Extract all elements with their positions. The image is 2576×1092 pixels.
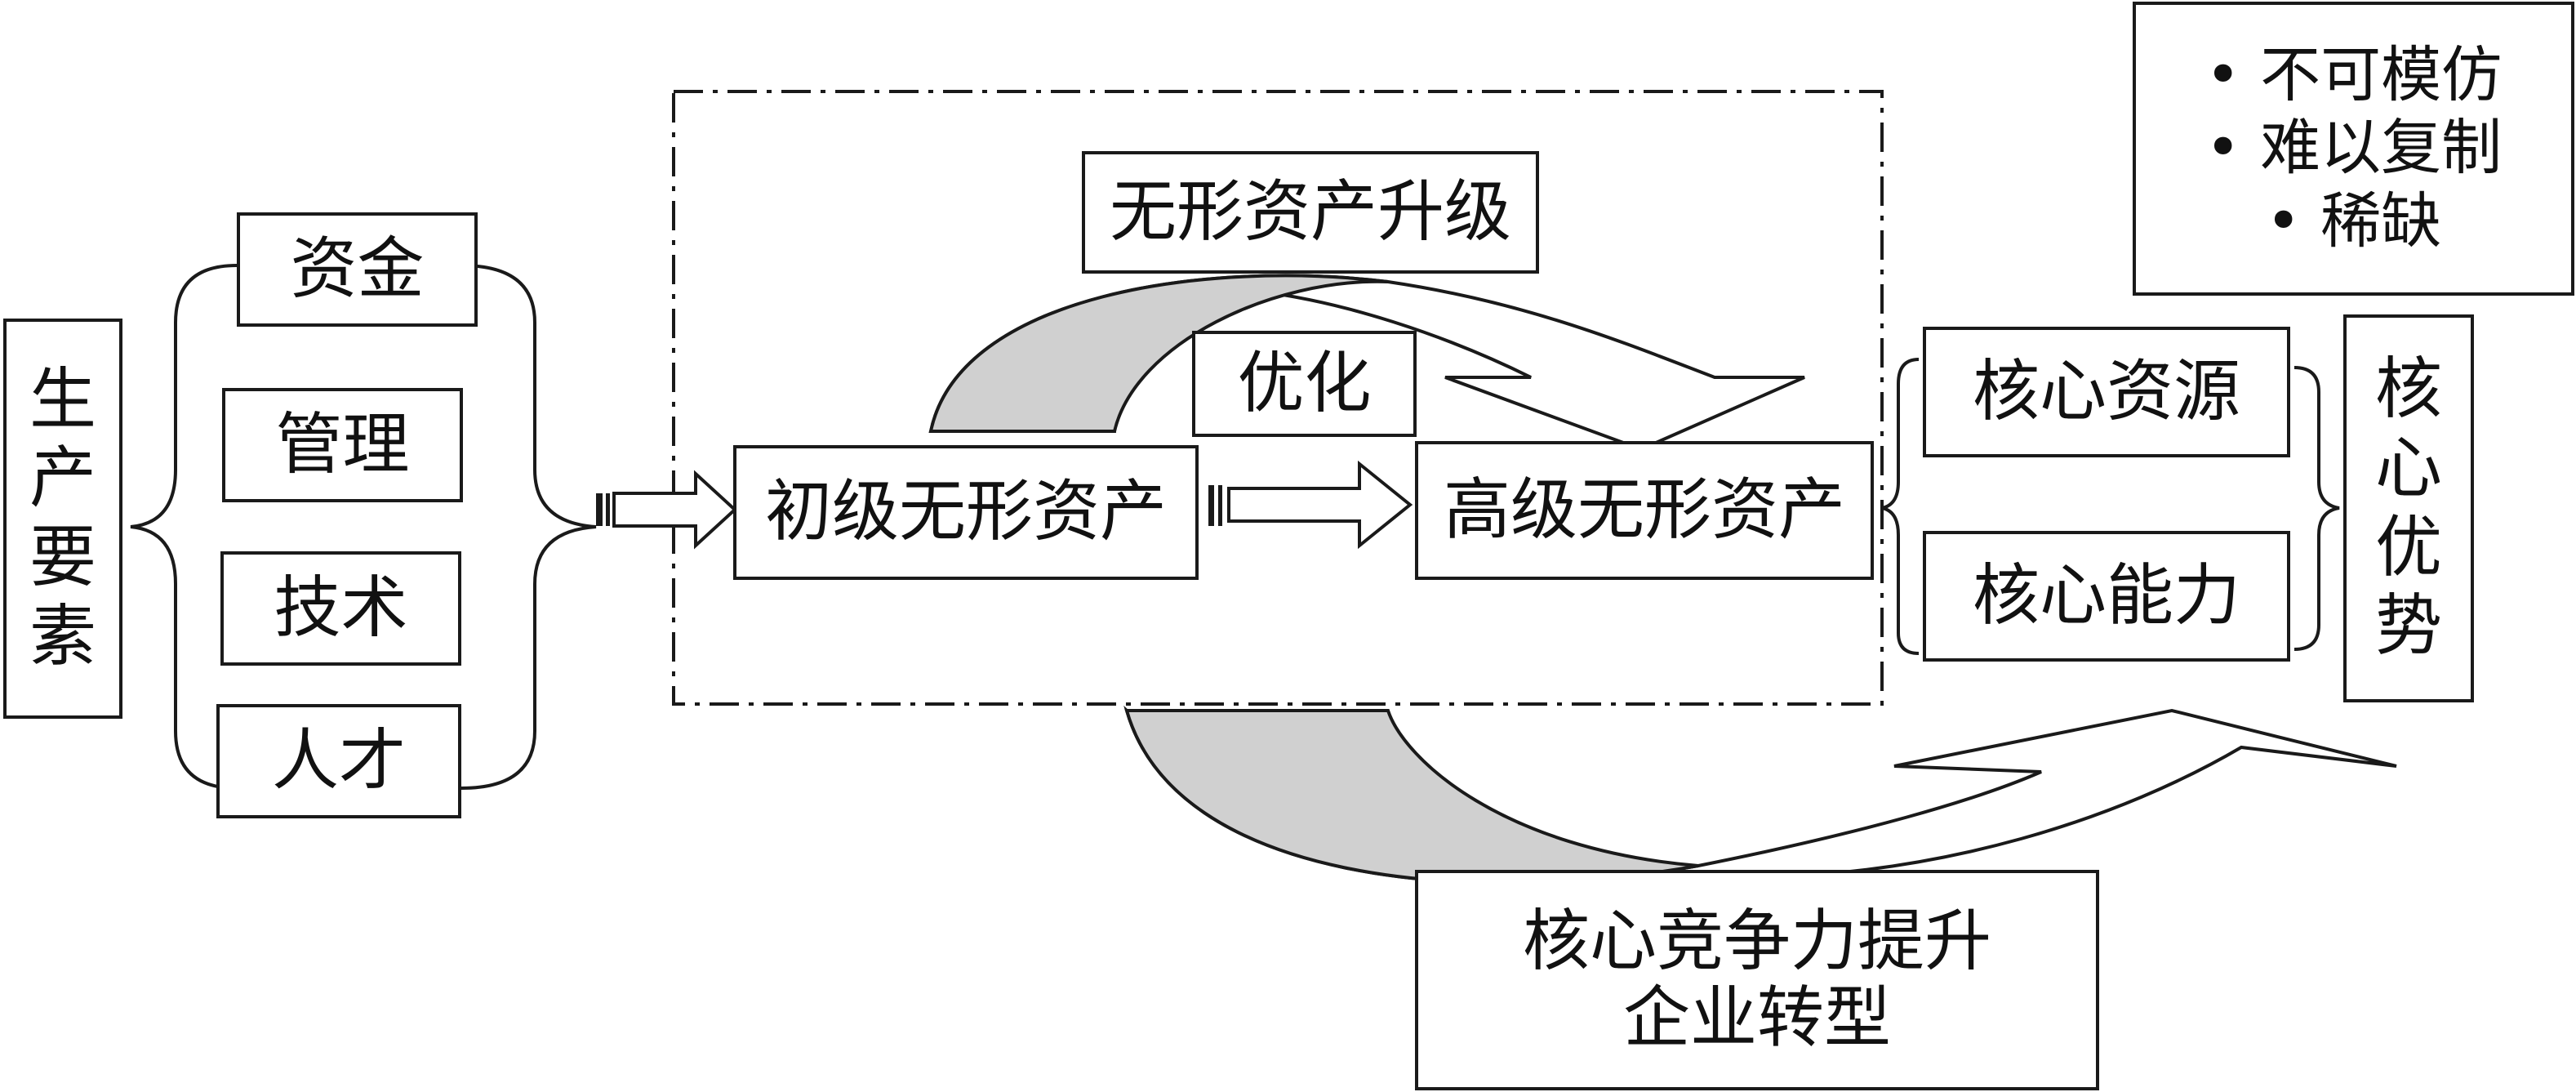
upgrade-label: 无形资产升级 [1082,151,1539,274]
property-hard-to-copy: • 难以复制 [2205,113,2503,184]
outcome-line-2: 企业转型 [1622,979,1891,1057]
competitiveness-arc-shade [1124,709,1699,885]
outcome-line-1: 核心竞争力提升 [1522,902,1991,980]
core-resources-box: 核心资源 [1923,327,2290,457]
core-advantage-text: 核 心 优 势 [2374,350,2442,666]
factors-right-brace [460,264,597,790]
upgrade-arc-shade [928,274,1389,433]
factors-left-brace [130,264,238,790]
factors-title-char: 生 产 要 素 [29,360,96,675]
properties-box: • 不可模仿 • 难以复制 • 稀缺 [2133,2,2574,296]
factor-technology: 技术 [220,551,461,666]
factor-talent: 人才 [216,704,461,818]
factor-management: 管理 [222,388,463,502]
factor-funds: 资金 [237,212,478,327]
core-advantage-box: 核 心 优 势 [2343,314,2474,702]
property-inimitable: • 不可模仿 [2205,40,2503,111]
factors-title-box: 生 产 要 素 [3,319,122,719]
arrow-primary-to-advanced [1208,460,1413,550]
outcome-box: 核心竞争力提升 企业转型 [1415,870,2099,1090]
optimize-label: 优化 [1192,331,1417,437]
property-scarce: • 稀缺 [2265,185,2442,256]
upgrade-frame [672,90,1884,706]
core-left-brace [1881,358,1920,655]
core-right-brace [2293,366,2340,651]
advanced-asset-box: 高级无形资产 [1415,441,1874,580]
primary-asset-box: 初级无形资产 [733,445,1199,580]
arrow-factors-to-primary [596,470,737,550]
core-capabilities-box: 核心能力 [1923,531,2290,662]
